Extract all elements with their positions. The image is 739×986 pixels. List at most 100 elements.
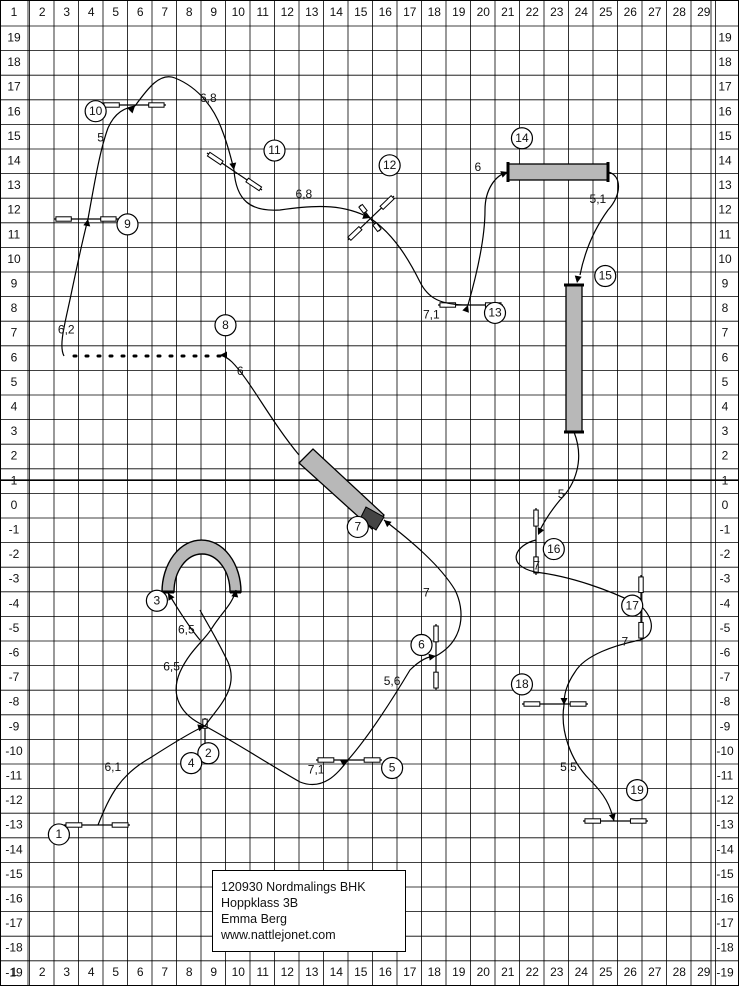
jump-stand — [358, 203, 368, 215]
path-arrow — [537, 527, 545, 535]
distance-label: 6 — [237, 364, 244, 378]
y-axis-label: 7 — [11, 326, 18, 340]
y-axis-label: 10 — [7, 252, 21, 266]
y-axis-label: 13 — [7, 178, 21, 192]
obstacle-number: 2 — [205, 746, 212, 760]
jump-stand — [533, 509, 539, 527]
path-arrow — [384, 520, 392, 528]
jump-stand — [245, 177, 263, 192]
distance-label: 7,1 — [423, 308, 440, 322]
y-axis-label: -17 — [5, 916, 23, 930]
path-segment — [204, 725, 349, 786]
y-axis-label: -9 — [720, 719, 731, 733]
path-arrow — [220, 351, 227, 359]
tunnel-15 — [565, 284, 583, 433]
path-arrow — [574, 275, 582, 283]
x-axis-label: 1 — [11, 5, 18, 19]
jump-stand — [433, 671, 439, 689]
x-axis-label: 16 — [379, 5, 393, 19]
y-axis-label: -12 — [5, 793, 23, 807]
distance-label: 5,1 — [590, 192, 607, 206]
jump-stand — [638, 576, 644, 594]
distance-label: 5,5 — [560, 760, 577, 774]
y-axis-label: 17 — [718, 80, 732, 94]
jump-stand — [55, 216, 72, 222]
x-axis-label: 5 — [112, 965, 119, 979]
distance-label: 6,5 — [178, 622, 195, 636]
obstacle-number: 1 — [56, 827, 63, 841]
y-axis-label: 19 — [7, 30, 21, 44]
y-axis-label: -2 — [9, 547, 20, 561]
obstacle-number: 17 — [626, 598, 640, 612]
x-axis-label: 19 — [452, 965, 466, 979]
x-axis-label: 29 — [697, 5, 711, 19]
y-axis-label: 14 — [7, 153, 21, 167]
x-axis-label: 17 — [403, 5, 417, 19]
obstacle-number: 13 — [488, 306, 502, 320]
distance-label: 6,8 — [200, 91, 217, 105]
jump-stand — [65, 822, 83, 828]
x-axis-label: 24 — [575, 5, 589, 19]
distance-label: 7 — [423, 586, 430, 600]
y-axis-label: 18 — [7, 55, 21, 69]
x-axis-label: 7 — [161, 965, 168, 979]
y-axis-label: -2 — [720, 547, 731, 561]
obstacle-number-circle — [594, 264, 617, 288]
y-axis-label: 13 — [718, 178, 732, 192]
path-arrow — [560, 698, 568, 705]
obstacle-number: 10 — [89, 104, 103, 118]
y-axis-label: 2 — [11, 449, 18, 463]
x-axis-label: 17 — [403, 965, 417, 979]
axis-labels: 1122334455667788991010111112121313141415… — [5, 5, 734, 979]
obstacle-number-circle — [378, 154, 401, 177]
tunnel-14 — [507, 163, 609, 181]
y-axis-label: 3 — [722, 424, 729, 438]
path-arrow — [83, 219, 91, 227]
y-axis-label: 1 — [722, 473, 729, 487]
y-axis-label: 0 — [722, 498, 729, 512]
y-axis-label: -12 — [716, 793, 734, 807]
y-axis-label: -1 — [720, 522, 731, 536]
x-axis-label: 25 — [599, 5, 613, 19]
obstacle-number-circle — [381, 756, 404, 780]
y-axis-label: -14 — [5, 842, 23, 856]
jump-stand — [584, 818, 602, 824]
obstacle-number: 5 — [389, 761, 396, 775]
obstacle-number-circle — [263, 139, 286, 162]
course-info-box: 120930 Nordmalings BHK Hoppklass 3B Emma… — [212, 870, 406, 952]
x-axis-label: 4 — [88, 5, 95, 19]
y-axis-label: 10 — [718, 252, 732, 266]
obstacle-number-circle — [214, 314, 237, 337]
y-axis-label: -19 — [5, 965, 23, 979]
jump-stand — [317, 757, 335, 763]
obstacle-number: 12 — [383, 158, 397, 172]
x-axis-label: 23 — [550, 965, 564, 979]
obstacle-number-circle — [116, 213, 139, 236]
y-axis-label: 0 — [11, 498, 18, 512]
x-axis-label: 14 — [330, 5, 344, 19]
path-arrow — [229, 162, 237, 170]
x-axis-label: 22 — [526, 965, 540, 979]
y-axis-label: 8 — [722, 301, 729, 315]
y-axis-label: 5 — [722, 375, 729, 389]
obstacle-number-circle — [47, 823, 71, 846]
x-axis-label: 27 — [648, 5, 662, 19]
x-axis-label: 16 — [379, 965, 393, 979]
y-axis-label: -15 — [716, 867, 734, 881]
path-segment — [369, 217, 469, 306]
path-segment — [61, 218, 89, 357]
y-axis-label: -11 — [717, 768, 734, 782]
obstacle-number: 18 — [515, 677, 529, 691]
x-axis-label: 10 — [232, 965, 246, 979]
distance-label: 5,6 — [384, 674, 401, 688]
info-event: 120930 Nordmalings BHK — [221, 880, 366, 894]
y-axis-label: 14 — [718, 153, 732, 167]
path-segment — [87, 105, 136, 220]
y-axis-label: -8 — [720, 695, 731, 709]
x-axis-label: 25 — [599, 965, 613, 979]
x-axis-label: 24 — [575, 965, 589, 979]
distance-label: 7 — [622, 635, 629, 649]
y-axis-label: -13 — [5, 818, 23, 832]
